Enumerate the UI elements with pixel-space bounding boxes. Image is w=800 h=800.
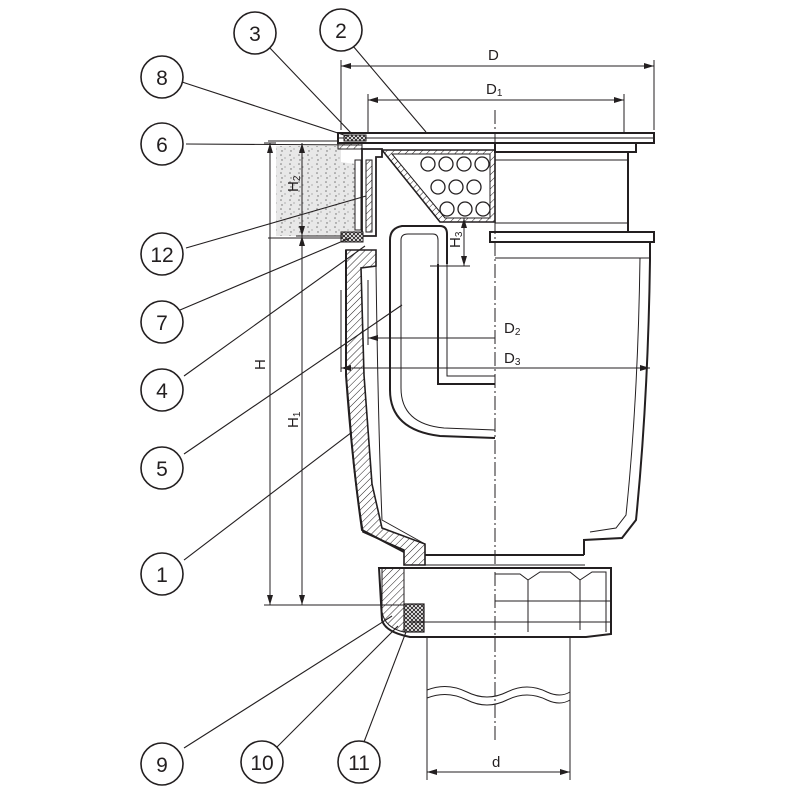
svg-text:6: 6: [156, 134, 168, 157]
svg-text:8: 8: [156, 67, 168, 90]
svg-text:4: 4: [156, 380, 168, 403]
callout-2: 2: [319, 8, 363, 52]
callout-6: 6: [140, 122, 184, 166]
callout-8: 8: [140, 55, 184, 99]
dim-label-D3: D3: [504, 350, 521, 368]
callout-1: 1: [140, 552, 184, 596]
callout-7: 7: [140, 300, 184, 344]
flange-socket: [340, 148, 383, 243]
strainer-holes: [420, 156, 491, 217]
svg-text:10: 10: [250, 752, 273, 775]
upper-housing: [489, 152, 655, 243]
dim-label-H1: H1: [285, 411, 303, 428]
svg-text:7: 7: [156, 312, 168, 335]
dim-label-H2: H2: [285, 175, 303, 192]
svg-text:11: 11: [348, 752, 370, 775]
floor-slab: [268, 140, 355, 239]
svg-text:12: 12: [150, 244, 173, 267]
strainer-basket: [380, 149, 496, 223]
svg-text:3: 3: [249, 23, 261, 46]
svg-text:1: 1: [156, 564, 168, 587]
dim-label-H: H: [252, 359, 269, 370]
top-cover: [337, 132, 655, 153]
svg-text:9: 9: [156, 754, 168, 777]
callout-10: 10: [240, 740, 284, 784]
svg-text:5: 5: [156, 458, 168, 481]
dim-label-D1: D1: [486, 81, 503, 99]
callout-11: 11: [337, 740, 381, 784]
svg-text:2: 2: [335, 20, 347, 43]
callout-4: 4: [140, 368, 184, 412]
leader-lines: [179, 45, 427, 749]
drain-pipe: [426, 638, 571, 780]
callout-12: 12: [140, 232, 184, 276]
dim-label-D: D: [488, 47, 499, 64]
dim-label-D2: D2: [504, 320, 521, 338]
callout-9: 9: [140, 742, 184, 786]
dim-label-H3: H3: [447, 231, 465, 248]
dim-label-d: d: [492, 754, 500, 771]
callout-5: 5: [140, 446, 184, 490]
main-body: [345, 241, 651, 566]
dimension-lines: [264, 60, 655, 775]
seal-trap-tube: [389, 225, 496, 439]
callout-3: 3: [233, 11, 277, 55]
